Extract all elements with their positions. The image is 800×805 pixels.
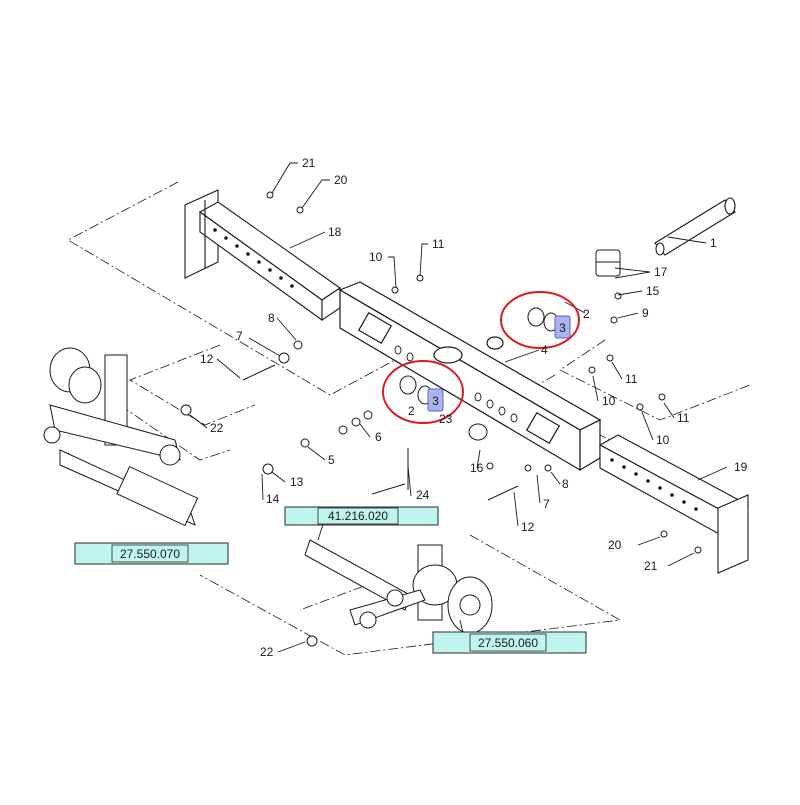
highlight-circle-upper	[500, 291, 580, 349]
callout-7-left: 7	[236, 329, 243, 343]
bracket-18-holes	[213, 228, 294, 288]
callout-19: 19	[734, 460, 748, 474]
callout-18: 18	[328, 225, 342, 239]
callout-2-upper: 2	[583, 307, 590, 321]
highlight-circle-lower	[382, 360, 464, 424]
callout-13: 13	[290, 475, 304, 489]
callout-22-upper: 22	[210, 421, 224, 435]
left-suspension	[43, 347, 199, 527]
badge-3-lower-label: 3	[432, 394, 439, 408]
badge-3-upper[interactable]: 3	[554, 315, 571, 339]
badge-3-upper-label: 3	[559, 321, 566, 335]
callout-12-right: 12	[521, 520, 535, 534]
callout-17: 17	[654, 265, 668, 279]
callout-10-right: 10	[656, 433, 670, 447]
reference-27550070[interactable]: 27.550.070	[74, 542, 229, 565]
main-beam-holes	[394, 345, 518, 423]
pin-1	[654, 197, 736, 256]
reference-27550070-label: 27.550.070	[120, 547, 180, 561]
callout-11-upper: 11	[432, 237, 445, 251]
callout-2-lower: 2	[408, 404, 415, 418]
callout-8-left: 8	[268, 311, 275, 325]
callout-21-lower: 21	[644, 559, 658, 573]
reference-27550060[interactable]: 27.550.060	[432, 631, 587, 654]
reference-41216020[interactable]: 41.216.020	[284, 506, 439, 526]
callout-20-upper: 20	[334, 173, 348, 187]
callout-24: 24	[416, 488, 430, 502]
callout-numbers: 21 20 18 10 11 1 17 15 9 2 4 8 7 12 2 23…	[200, 156, 748, 659]
leader-lines	[189, 162, 728, 653]
bracket-19-holes	[610, 458, 698, 511]
callout-16: 16	[470, 461, 484, 475]
callout-1: 1	[710, 236, 717, 250]
phantom-outlines	[67, 181, 751, 656]
badge-3-lower[interactable]: 3	[427, 388, 444, 412]
callout-9: 9	[642, 306, 649, 320]
callout-4: 4	[541, 343, 548, 357]
callout-5: 5	[328, 453, 335, 467]
callout-22-lower: 22	[260, 645, 274, 659]
callout-11-right: 11	[677, 411, 690, 425]
callout-6: 6	[375, 430, 382, 444]
bracket-18	[184, 189, 341, 322]
callout-15: 15	[646, 284, 660, 298]
callout-10-upper: 10	[369, 250, 383, 264]
fasteners	[180, 191, 702, 647]
callout-7-right: 7	[543, 497, 550, 511]
callout-10-middle: 10	[602, 394, 616, 408]
callout-12-left: 12	[200, 352, 214, 366]
callout-23: 23	[439, 412, 453, 426]
callout-8-right: 8	[562, 477, 569, 491]
reference-27550060-label: 27.550.060	[478, 636, 538, 650]
bracket-19	[598, 434, 750, 574]
clamp-17	[595, 249, 621, 277]
highlight-circles	[382, 291, 580, 424]
callout-14: 14	[266, 492, 280, 506]
callout-11-middle: 11	[625, 372, 638, 386]
right-suspension	[304, 539, 493, 634]
callout-20-lower: 20	[608, 538, 622, 552]
reference-41216020-label: 41.216.020	[328, 509, 388, 523]
callout-21-upper: 21	[302, 156, 316, 170]
